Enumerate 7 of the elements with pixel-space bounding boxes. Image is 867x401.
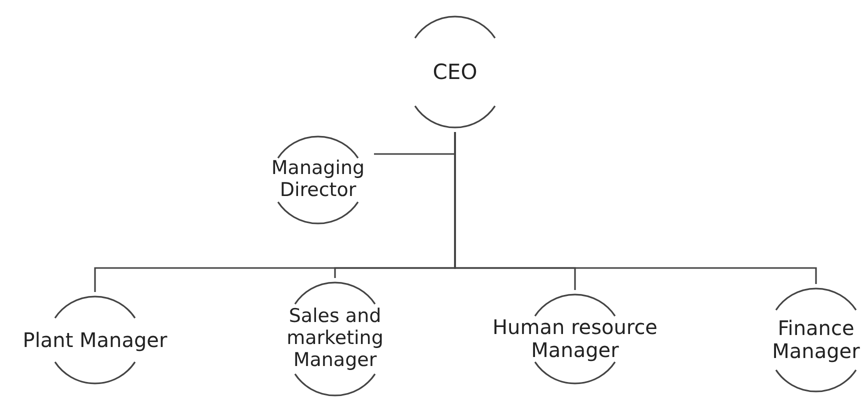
role-title: Plant Manager [22,328,168,352]
connector-line [454,132,817,284]
role-title: Managing Director [270,158,366,202]
role-title: Finance Manager [771,317,861,363]
role-title: CEO [432,60,478,84]
role-title: Human resource Manager [492,316,658,362]
role-title: Sales and marketing Manager [286,306,384,372]
